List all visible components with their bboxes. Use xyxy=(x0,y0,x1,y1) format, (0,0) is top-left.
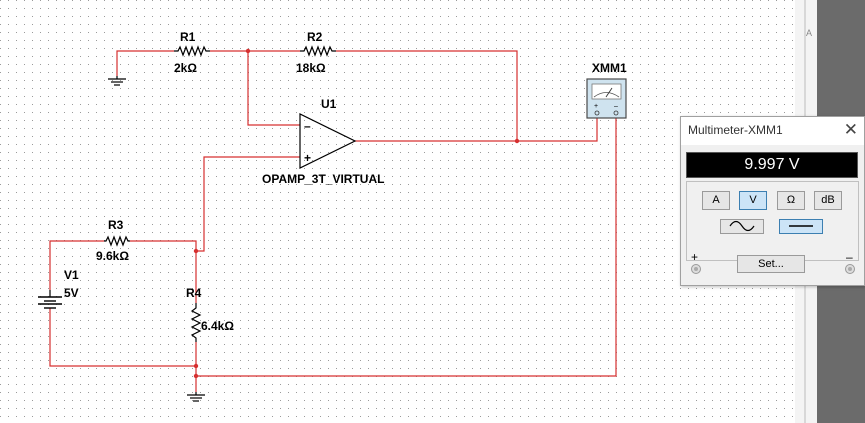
r2-label: R2 xyxy=(307,30,323,44)
r3-label: R3 xyxy=(108,218,124,232)
ohms-button[interactable]: Ω xyxy=(777,191,805,210)
minus-terminal-label: – xyxy=(846,250,853,264)
r1-value: 2kΩ xyxy=(174,61,197,75)
ground-symbol-bottom[interactable] xyxy=(187,392,205,402)
v1-label: V1 xyxy=(64,268,79,282)
r4-value: 6.4kΩ xyxy=(201,319,234,333)
set-button[interactable]: Set... xyxy=(737,255,805,273)
wires xyxy=(49,50,617,392)
u1-model: OPAMP_3T_VIRTUAL xyxy=(262,172,384,186)
plus-terminal[interactable] xyxy=(691,264,701,274)
volts-button[interactable]: V xyxy=(739,191,767,210)
dc-mode-button[interactable] xyxy=(779,219,823,234)
close-icon[interactable]: ✕ xyxy=(843,120,858,139)
xmm1-label: XMM1 xyxy=(592,61,627,75)
plus-terminal-label: + xyxy=(691,250,699,264)
r3-value: 9.6kΩ xyxy=(96,249,129,263)
resistor-r4[interactable]: R4 6.4kΩ xyxy=(186,286,234,342)
resistor-r3[interactable]: R3 9.6kΩ xyxy=(96,218,130,263)
multimeter-window[interactable]: Multimeter-XMM1 ✕ 9.997 V A V Ω dB + – S… xyxy=(680,116,865,286)
grid-background xyxy=(0,0,795,423)
db-button[interactable]: dB xyxy=(814,191,842,210)
r2-value: 18kΩ xyxy=(296,61,326,75)
r4-label: R4 xyxy=(186,286,202,300)
v1-value: 5V xyxy=(64,286,79,300)
resistor-r1[interactable]: R1 2kΩ xyxy=(174,30,210,75)
ground-symbol-left[interactable] xyxy=(108,76,126,86)
u1-label: U1 xyxy=(321,97,337,111)
resistor-r2[interactable]: R2 18kΩ xyxy=(296,30,336,75)
xmm1-plus-mark: + xyxy=(594,103,598,110)
xmm1-minus-mark: – xyxy=(614,103,618,110)
amps-button[interactable]: A xyxy=(702,191,730,210)
junction-dots xyxy=(193,48,520,379)
opamp-u1[interactable]: – + U1 OPAMP_3T_VIRTUAL xyxy=(262,97,384,186)
multimeter-title: Multimeter-XMM1 xyxy=(688,123,783,137)
dc-line-icon xyxy=(789,225,813,227)
ac-mode-button[interactable] xyxy=(720,219,764,234)
multimeter-controls: A V Ω dB xyxy=(686,181,859,261)
multimeter-titlebar[interactable]: Multimeter-XMM1 ✕ xyxy=(681,117,864,145)
opamp-plus-sign: + xyxy=(304,151,311,165)
minus-terminal[interactable] xyxy=(845,264,855,274)
multimeter-reading: 9.997 V xyxy=(686,152,858,178)
opamp-minus-sign: – xyxy=(304,119,311,133)
multimeter-xmm1-symbol[interactable]: + – XMM1 xyxy=(586,61,627,119)
r1-label: R1 xyxy=(180,30,196,44)
ac-wave-icon xyxy=(729,220,755,232)
svg-text:A: A xyxy=(806,28,812,38)
battery-v1[interactable]: V1 5V xyxy=(38,268,79,309)
